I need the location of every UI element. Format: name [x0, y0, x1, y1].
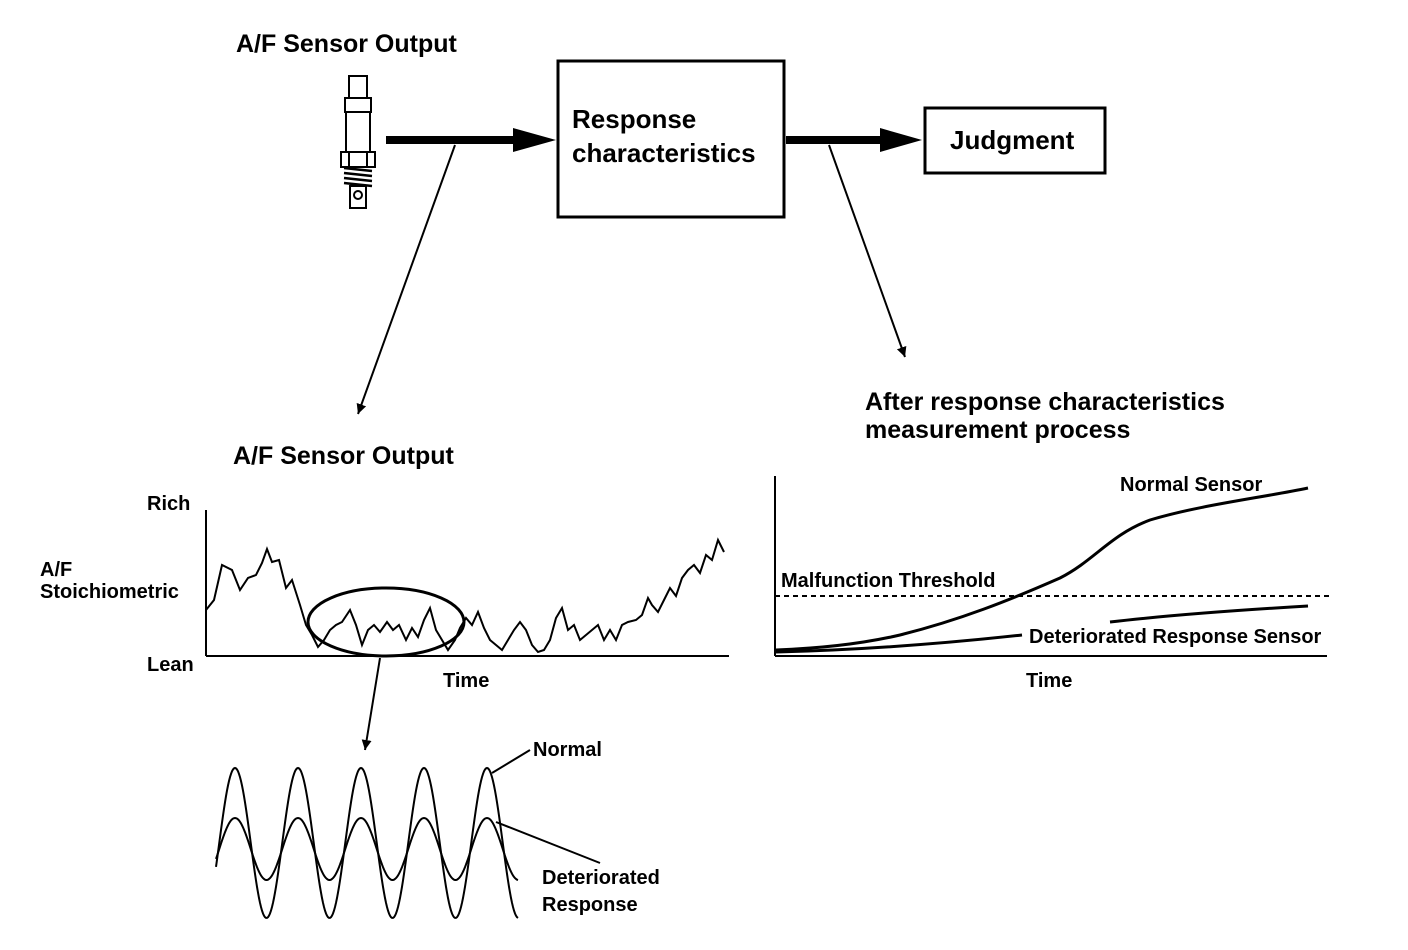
arrow-to-left-chart — [356, 144, 456, 415]
normal-wave-label: Normal — [533, 739, 602, 761]
rich-label: Rich — [147, 493, 190, 515]
deteriorated-sensor-curve-right — [1109, 604, 1309, 624]
thick-arrow-to-response — [386, 128, 556, 152]
af-label: A/F — [40, 559, 72, 581]
judgment-box — [923, 106, 1107, 175]
deteriorated-wave-label-line2: Response — [542, 894, 638, 916]
thick-arrow-to-judgment — [786, 128, 922, 152]
right-chart-title-line2: measurement process — [865, 416, 1130, 444]
deteriorated-leader-line — [495, 821, 601, 864]
malfunction-threshold-label: Malfunction Threshold — [781, 570, 995, 592]
normal-sensor-curve — [775, 486, 1309, 652]
af-sensor-output-trace — [205, 537, 725, 654]
response-box-line2: characteristics — [572, 138, 756, 168]
response-characteristics-box — [556, 59, 786, 219]
deteriorated-wave-label-line1: Deteriorated — [542, 867, 660, 889]
left-x-axis-label: Time — [443, 670, 489, 692]
wave-detail — [215, 766, 519, 919]
deteriorated-wave — [215, 816, 519, 881]
normal-leader-line — [491, 749, 531, 774]
deteriorated-sensor-label: Deteriorated Response Sensor — [1029, 626, 1322, 648]
zoom-ellipse — [306, 586, 466, 658]
sensor-output-title: A/F Sensor Output — [236, 30, 458, 58]
arrow-to-right-chart — [828, 144, 907, 358]
arrow-to-wave-detail — [361, 657, 381, 751]
left-chart-title: A/F Sensor Output — [233, 442, 455, 470]
lean-label: Lean — [147, 654, 194, 676]
normal-wave — [215, 766, 519, 919]
judgment-label: Judgment — [950, 125, 1075, 155]
af-sensor-icon — [340, 75, 376, 209]
response-box-line1: Response — [572, 104, 696, 134]
right-x-axis-label: Time — [1026, 670, 1072, 692]
right-chart-title-line1: After response characteristics — [865, 388, 1225, 416]
normal-sensor-label: Normal Sensor — [1120, 474, 1262, 496]
deteriorated-sensor-curve-left — [775, 633, 1023, 654]
stoichiometric-label: Stoichiometric — [40, 581, 179, 603]
